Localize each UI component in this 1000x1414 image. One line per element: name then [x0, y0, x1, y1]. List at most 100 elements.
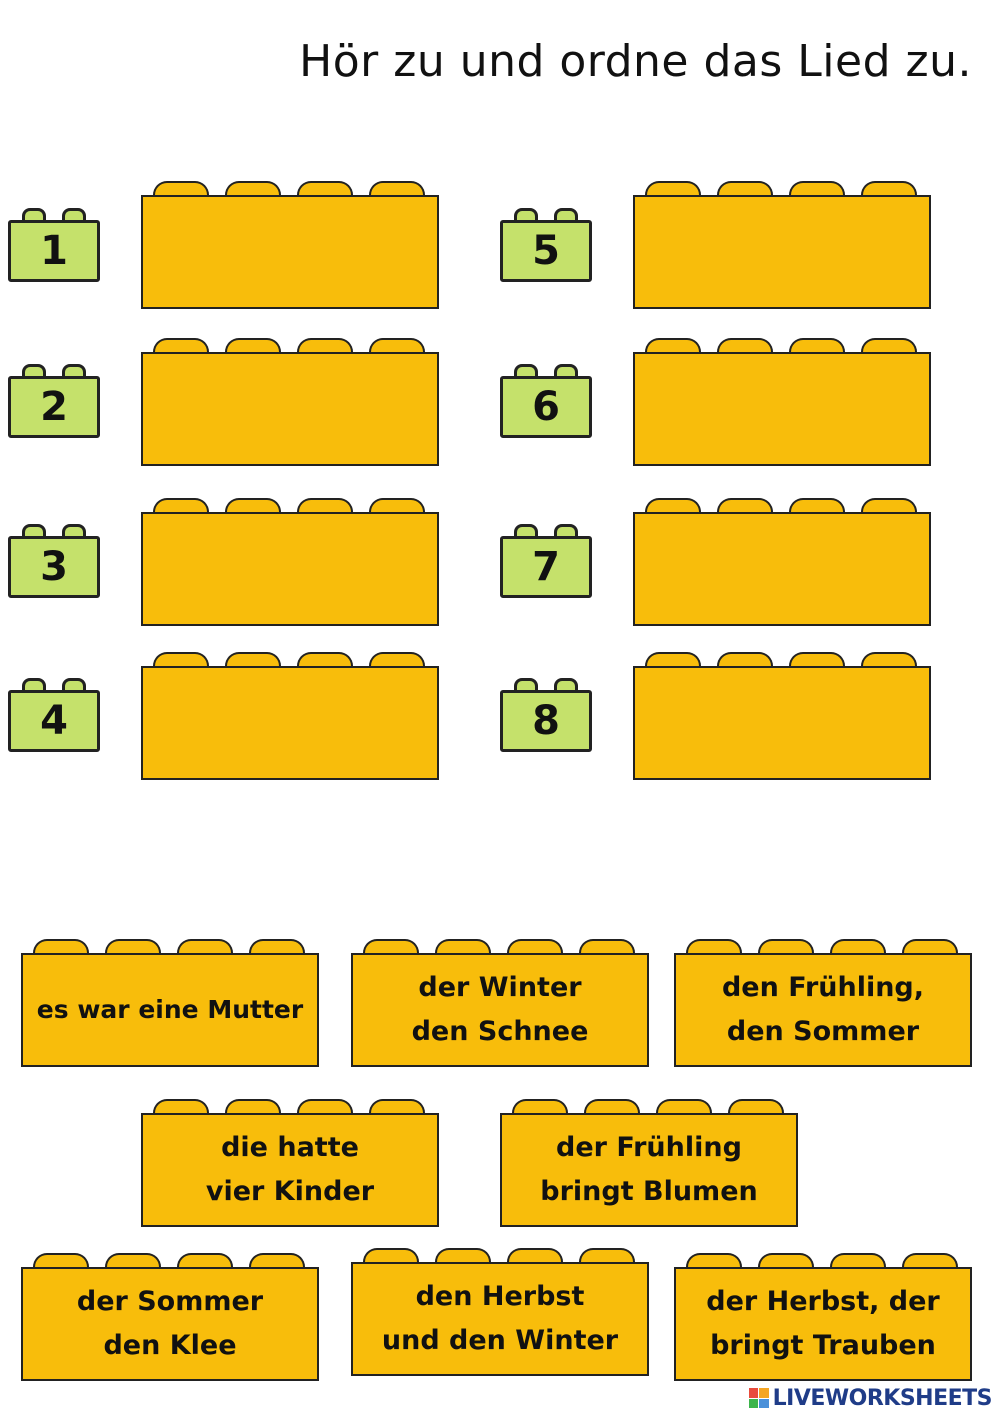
stud	[728, 1099, 784, 1117]
stud	[62, 208, 86, 222]
stud	[297, 1099, 353, 1117]
stud	[861, 181, 917, 199]
number-label: 8	[500, 690, 592, 752]
brand-text: LIVEWORKSHEETS	[772, 1385, 993, 1411]
lyric-card-body[interactable]: den Herbst und den Winter	[351, 1262, 649, 1376]
lyric-card-body[interactable]: der Frühling bringt Blumen	[500, 1113, 798, 1227]
lyric-card-6[interactable]: der Sommer den Klee	[21, 1253, 319, 1381]
stud	[153, 1099, 209, 1117]
stud	[369, 498, 425, 516]
drop-zone-1[interactable]	[141, 181, 439, 309]
number-brick-3: 3	[8, 524, 100, 600]
stud	[225, 338, 281, 356]
stud	[861, 498, 917, 516]
lyric-card-body[interactable]: der Winter den Schnee	[351, 953, 649, 1067]
stud	[105, 939, 161, 957]
stud	[22, 678, 46, 692]
lyric-card-7[interactable]: den Herbst und den Winter	[351, 1248, 649, 1376]
drop-zone-body[interactable]	[633, 666, 931, 780]
lyric-card-8[interactable]: der Herbst, der bringt Trauben	[674, 1253, 972, 1381]
drop-zone-4[interactable]	[141, 652, 439, 780]
stud	[363, 939, 419, 957]
number-brick-8: 8	[500, 678, 592, 754]
stud	[758, 939, 814, 957]
drop-zone-7[interactable]	[633, 498, 931, 626]
stud	[297, 652, 353, 670]
drop-zone-3[interactable]	[141, 498, 439, 626]
number-brick-6: 6	[500, 364, 592, 440]
drop-zone-6[interactable]	[633, 338, 931, 466]
lyric-card-body[interactable]: die hatte vier Kinder	[141, 1113, 439, 1227]
stud	[153, 652, 209, 670]
lyric-card-3[interactable]: den Frühling, den Sommer	[674, 939, 972, 1067]
stud	[369, 652, 425, 670]
number-label: 7	[500, 536, 592, 598]
stud	[717, 338, 773, 356]
stud	[225, 498, 281, 516]
stud	[758, 1253, 814, 1271]
lyric-card-body[interactable]: es war eine Mutter	[21, 953, 319, 1067]
stud	[830, 1253, 886, 1271]
stud	[554, 364, 578, 378]
stud	[22, 208, 46, 222]
drop-zone-body[interactable]	[141, 352, 439, 466]
drop-zone-body[interactable]	[633, 512, 931, 626]
stud	[554, 524, 578, 538]
stud	[514, 208, 538, 222]
stud	[435, 1248, 491, 1266]
page-title: Hör zu und ordne das Lied zu.	[299, 36, 972, 87]
stud	[62, 678, 86, 692]
stud	[507, 939, 563, 957]
stud	[297, 181, 353, 199]
stud	[153, 181, 209, 199]
stud	[153, 498, 209, 516]
lyric-text: der Herbst, der bringt Trauben	[706, 1286, 940, 1361]
drop-zone-body[interactable]	[141, 195, 439, 309]
number-brick-5: 5	[500, 208, 592, 284]
lyric-card-5[interactable]: der Frühling bringt Blumen	[500, 1099, 798, 1227]
lyric-text: der Winter den Schnee	[411, 972, 589, 1047]
lyric-card-body[interactable]: den Frühling, den Sommer	[674, 953, 972, 1067]
stud	[830, 939, 886, 957]
stud	[686, 939, 742, 957]
liveworksheets-logo: LIVEWORKSHEETS	[748, 1385, 993, 1411]
drop-zone-body[interactable]	[633, 195, 931, 309]
drop-zone-body[interactable]	[141, 512, 439, 626]
stud	[717, 181, 773, 199]
drop-zone-5[interactable]	[633, 181, 931, 309]
drop-zone-body[interactable]	[633, 352, 931, 466]
stud	[717, 498, 773, 516]
drop-zone-body[interactable]	[141, 666, 439, 780]
stud	[33, 939, 89, 957]
drop-zone-2[interactable]	[141, 338, 439, 466]
lyric-text: der Frühling bringt Blumen	[540, 1132, 758, 1207]
stud	[789, 338, 845, 356]
stud	[861, 338, 917, 356]
stud	[902, 1253, 958, 1271]
lyric-card-body[interactable]: der Herbst, der bringt Trauben	[674, 1267, 972, 1381]
stud	[62, 524, 86, 538]
lyric-card-2[interactable]: der Winter den Schnee	[351, 939, 649, 1067]
lyric-card-4[interactable]: die hatte vier Kinder	[141, 1099, 439, 1227]
number-label: 4	[8, 690, 100, 752]
stud	[33, 1253, 89, 1271]
stud	[789, 498, 845, 516]
lyric-text: es war eine Mutter	[36, 995, 304, 1024]
stud	[177, 1253, 233, 1271]
stud	[369, 338, 425, 356]
stud	[225, 1099, 281, 1117]
stud	[645, 652, 701, 670]
stud	[514, 364, 538, 378]
lyric-card-1[interactable]: es war eine Mutter	[21, 939, 319, 1067]
number-brick-2: 2	[8, 364, 100, 440]
lyric-card-body[interactable]: der Sommer den Klee	[21, 1267, 319, 1381]
lyric-text: der Sommer den Klee	[76, 1286, 264, 1361]
lyric-text: die hatte vier Kinder	[205, 1132, 375, 1207]
stud	[369, 1099, 425, 1117]
stud	[656, 1099, 712, 1117]
stud	[789, 652, 845, 670]
drop-zone-8[interactable]	[633, 652, 931, 780]
stud	[105, 1253, 161, 1271]
stud	[789, 181, 845, 199]
stud	[514, 524, 538, 538]
